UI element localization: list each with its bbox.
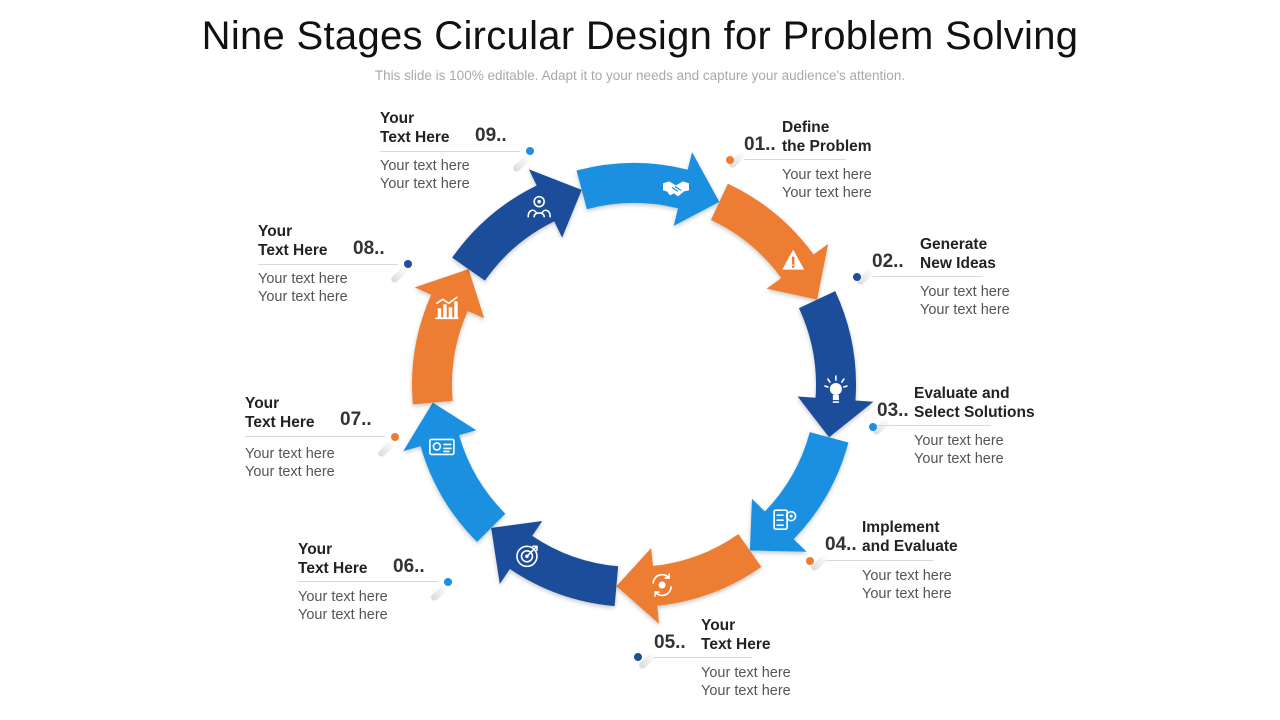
- stage-1-desc-line2: Your text here: [782, 185, 872, 201]
- stage-2-arrow-segment: [797, 291, 874, 438]
- stage-2-dot: [853, 273, 861, 281]
- stage-9-rule: [380, 151, 520, 152]
- stage-8-heading-line1: Your: [258, 223, 293, 240]
- stage-5-desc-line1: Your text here: [701, 665, 791, 681]
- stage-6-arrow-segment: [403, 402, 506, 542]
- stage-6-desc-line2: Your text here: [298, 607, 388, 623]
- stage-1-heading-line2: the Problem: [782, 138, 872, 155]
- stage-6-desc-line1: Your text here: [298, 589, 388, 605]
- cycle-gear-icon: [652, 573, 672, 597]
- stage-2-rule: [872, 276, 982, 277]
- stage-6-heading-line1: Your: [298, 541, 333, 558]
- stage-3-rule: [877, 425, 991, 426]
- stage-4-rule: [825, 560, 933, 561]
- stage-3-desc-line2: Your text here: [914, 451, 1004, 467]
- slide-title: Nine Stages Circular Design for Problem …: [201, 14, 1079, 58]
- stage-6-dot: [444, 578, 452, 586]
- stage-9-heading-line1: Your: [380, 110, 415, 127]
- stage-7-rule: [245, 436, 385, 437]
- stage-7-dot: [391, 433, 399, 441]
- stage-5-heading-line1: Your: [701, 617, 736, 634]
- stage-7-arrow-segment: [411, 269, 485, 405]
- slide-subtitle: This slide is 100% editable. Adapt it to…: [374, 68, 906, 83]
- stage-4-dot: [806, 557, 814, 565]
- stage-7-number: 07..: [340, 409, 372, 430]
- target-icon: [516, 545, 538, 568]
- stage-2-desc-line2: Your text here: [920, 302, 1010, 318]
- stage-3-number: 03..: [877, 400, 909, 421]
- stage-9-heading-line2: Text Here: [380, 129, 450, 146]
- stage-9-arrow-segment: [576, 152, 720, 226]
- stage-8-rule: [258, 264, 398, 265]
- stage-8-desc-line1: Your text here: [258, 271, 348, 287]
- stage-7-desc-line1: Your text here: [245, 446, 335, 462]
- stage-4-number: 04..: [825, 534, 857, 555]
- bar-chart-icon: [434, 296, 459, 320]
- stage-7-heading-line1: Your: [245, 395, 280, 412]
- stage-5-arrow-segment: [491, 520, 619, 607]
- stage-2-heading-line1: Generate: [920, 236, 988, 253]
- stage-8-dot: [404, 260, 412, 268]
- stage-9-dot: [526, 147, 534, 155]
- stage-7-heading-line2: Text Here: [245, 414, 315, 431]
- stage-5-desc-line2: Your text here: [701, 683, 791, 699]
- stage-5-number: 05..: [654, 632, 686, 653]
- stage-3-desc-line1: Your text here: [914, 433, 1004, 449]
- stage-9-number: 09..: [475, 125, 507, 146]
- stage-8-arrow-segment: [452, 169, 582, 281]
- stage-5-heading-line2: Text Here: [701, 636, 771, 653]
- presentation-board-icon: [429, 438, 455, 456]
- stage-2-desc-line1: Your text here: [920, 284, 1010, 300]
- stage-3-heading-line2: Select Solutions: [914, 404, 1035, 421]
- stage-5-dot: [634, 653, 642, 661]
- stage-1-heading-line1: Define: [782, 119, 830, 136]
- stage-4-desc-line2: Your text here: [862, 586, 952, 602]
- stage-1-number: 01..: [744, 134, 776, 155]
- stage-4-heading-line2: and Evaluate: [862, 538, 958, 555]
- stage-4-arrow-segment: [616, 534, 762, 624]
- stage-8-number: 08..: [353, 238, 385, 259]
- stage-2-heading-line2: New Ideas: [920, 255, 996, 272]
- stage-3-heading-line1: Evaluate and: [914, 385, 1010, 402]
- stage-1-rule: [744, 159, 846, 160]
- stage-1-arrow-segment: [710, 183, 829, 300]
- stage-5-rule: [654, 657, 752, 658]
- stage-8-heading-line2: Text Here: [258, 242, 328, 259]
- stage-1-dot: [726, 156, 734, 164]
- lightbulb-icon: [824, 375, 848, 403]
- stage-2-number: 02..: [872, 251, 904, 272]
- stage-8-desc-line2: Your text here: [258, 289, 348, 305]
- stage-4-desc-line1: Your text here: [862, 568, 952, 584]
- stage-3-dot: [869, 423, 877, 431]
- handshake-icon: [663, 181, 689, 197]
- stage-6-number: 06..: [393, 556, 425, 577]
- stage-9-desc-line1: Your text here: [380, 158, 470, 174]
- checklist-gear-icon: [773, 509, 797, 530]
- stage-4-heading-line1: Implement: [862, 519, 940, 536]
- stage-1-desc-line1: Your text here: [782, 167, 872, 183]
- stage-6-heading-line2: Text Here: [298, 560, 368, 577]
- stage-6-rule: [298, 581, 438, 582]
- stage-7-desc-line2: Your text here: [245, 464, 335, 480]
- warning-icon: [782, 249, 805, 270]
- stage-9-desc-line2: Your text here: [380, 176, 470, 192]
- team-gear-icon: [527, 195, 551, 218]
